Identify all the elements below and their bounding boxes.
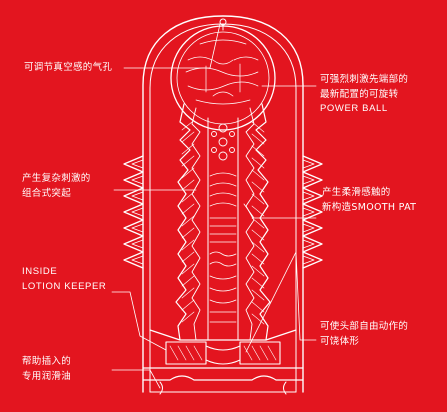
label-flexible-head: 可使头部自由动作的 可饶体形 [320, 321, 409, 347]
left-spring-outer [123, 155, 144, 269]
label-smooth-pat: 产生柔滑感触的 新构造SMOOTH PAT [322, 187, 417, 213]
channel-holes [211, 123, 235, 161]
head-flex-joint [205, 345, 241, 365]
power-ball-inner-ring [176, 31, 270, 125]
base-plate [142, 367, 304, 381]
inner-sleeve-left-outline [175, 103, 191, 341]
label-complex-stimulation: 产生复杂刺激的 组合式突起 [22, 173, 91, 199]
label-air-hole: 可调节真空感的气孔 [24, 62, 113, 73]
smooth-pat-ribs [209, 172, 237, 323]
outer-cup-outline [142, 15, 304, 393]
lotion-keeper-right [239, 341, 281, 365]
lubricant-pouch [159, 381, 287, 395]
callout-leaders [111, 23, 317, 389]
lotion-keeper-left [165, 341, 207, 365]
power-ball-texture [185, 39, 259, 105]
inner-channel [207, 117, 239, 341]
base-housing [149, 329, 297, 341]
label-power-ball: 可强烈刺激先端部的 最新配置的可旋转 POWER BALL [320, 74, 409, 114]
sleeve-hatching [181, 121, 265, 325]
outer-cup-inner-outline [149, 23, 297, 393]
right-spring-outer [302, 155, 323, 269]
power-ball [170, 25, 276, 131]
label-insert-lubricant: 帮助插入的 专用润滑油 [22, 356, 72, 382]
label-lotion-keeper: INSIDE LOTION KEEPER [22, 266, 107, 292]
